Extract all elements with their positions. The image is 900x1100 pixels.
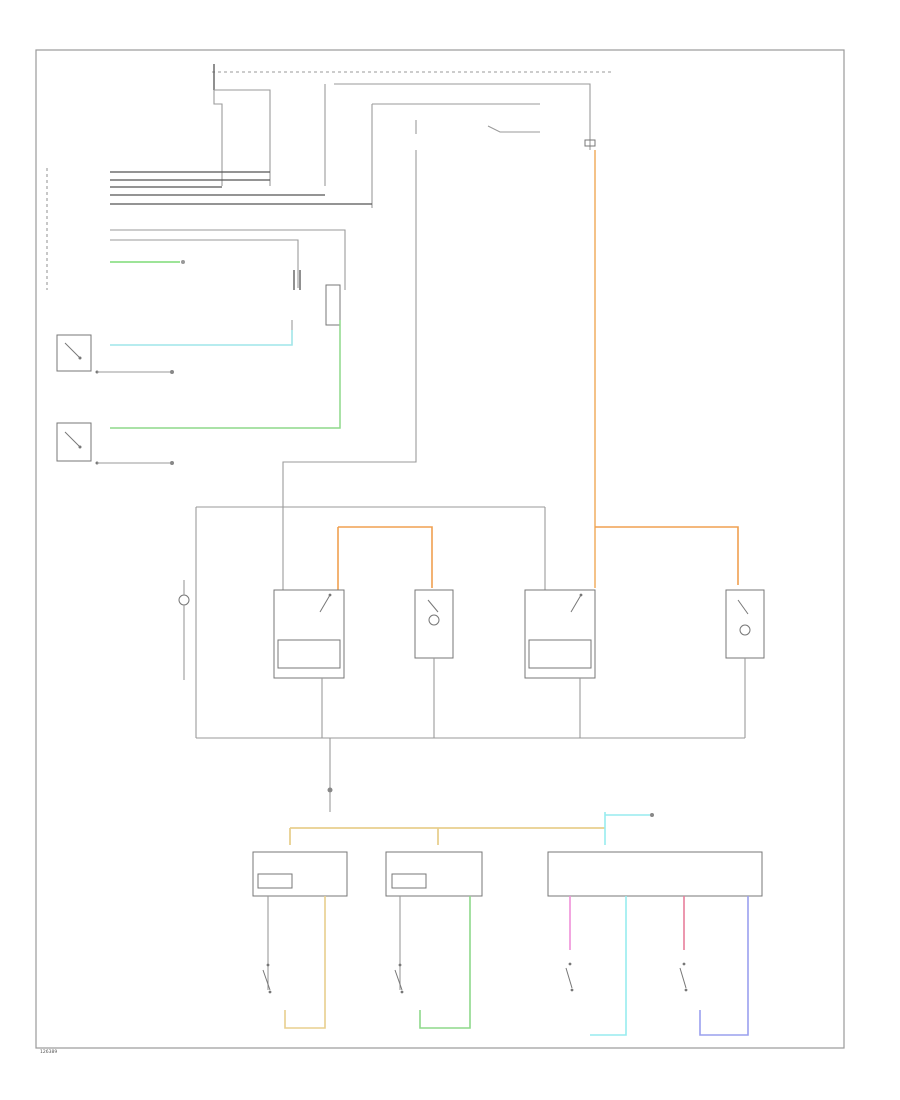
ground-point bbox=[327, 738, 333, 812]
module-right-relay bbox=[524, 589, 596, 738]
module-left-relay bbox=[273, 589, 345, 738]
lower-wiring bbox=[267, 896, 749, 1036]
left-connector-harness bbox=[46, 168, 372, 429]
lower-switch-1 bbox=[262, 963, 272, 994]
right-lamp-module bbox=[725, 589, 765, 738]
diagram-frame bbox=[35, 49, 845, 1049]
lower-switch-3 bbox=[565, 962, 574, 992]
lower-switch-4 bbox=[679, 962, 688, 992]
left-lamp-module bbox=[414, 589, 454, 738]
lower-switch-2 bbox=[394, 963, 404, 994]
connector-block-1 bbox=[252, 851, 348, 897]
center-bus-wiring bbox=[195, 150, 745, 739]
left-door-switch bbox=[56, 334, 174, 374]
left-courtesy-lamp bbox=[178, 580, 190, 680]
fuse-block-area bbox=[212, 64, 612, 208]
connector-block-2 bbox=[385, 851, 483, 897]
right-door-switch bbox=[56, 422, 174, 465]
figure-id: 126389 bbox=[40, 1049, 57, 1055]
connector-block-3 bbox=[547, 851, 763, 897]
lower-yellow-bus bbox=[289, 812, 654, 845]
